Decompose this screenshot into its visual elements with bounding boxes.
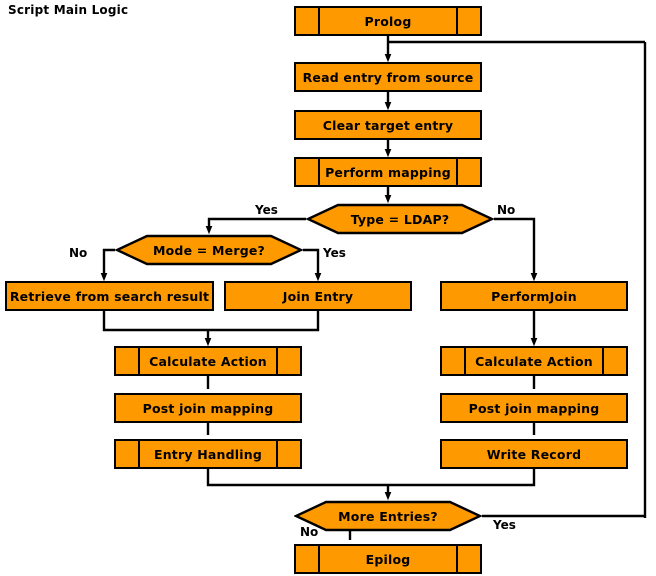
node-epilog[interactable]: Epilog xyxy=(294,544,482,574)
node-label: Epilog xyxy=(365,551,411,567)
edge-left-to-moreentries xyxy=(206,469,388,487)
subroutine-bar-left xyxy=(138,441,140,467)
subroutine-bar-right xyxy=(456,546,458,572)
node-label: Entry Handling xyxy=(153,446,263,462)
node-label: Perform mapping xyxy=(325,164,451,180)
node-label: Type = LDAP? xyxy=(350,211,450,227)
node-calculate-action-left[interactable]: Calculate Action xyxy=(114,346,302,376)
node-label: Post join mapping xyxy=(142,400,274,416)
node-label: More Entries? xyxy=(338,508,438,524)
node-label: Calculate Action xyxy=(475,353,593,369)
edge-merge-no xyxy=(100,248,115,282)
node-read-entry-from-source[interactable]: Read entry from source xyxy=(294,62,482,92)
edge-typeldap-no xyxy=(494,217,538,282)
node-retrieve-from-search-result[interactable]: Retrieve from search result xyxy=(5,281,214,311)
subroutine-bar-right xyxy=(276,348,278,374)
node-label: Prolog xyxy=(364,13,412,29)
node-label: Join Entry xyxy=(282,288,354,304)
node-performjoin[interactable]: PerformJoin xyxy=(440,281,628,311)
subroutine-bar-right xyxy=(276,441,278,467)
node-label: Write Record xyxy=(486,446,582,462)
node-join-entry[interactable]: Join Entry xyxy=(224,281,412,311)
node-label: Mode = Merge? xyxy=(153,242,265,258)
node-more-entries-decision[interactable]: More Entries? xyxy=(294,500,482,532)
decision-hexagon xyxy=(294,500,482,532)
edge-typeldap-yes xyxy=(205,217,306,235)
node-write-record[interactable]: Write Record xyxy=(440,439,628,469)
diagram-title: Script Main Logic xyxy=(8,3,129,17)
node-type-equals-ldap-decision[interactable]: Type = LDAP? xyxy=(306,203,494,235)
edge-merge-yes xyxy=(303,248,322,282)
edge-label-merge-no: No xyxy=(69,246,88,260)
node-entry-handling[interactable]: Entry Handling xyxy=(114,439,302,469)
node-label: Retrieve from search result xyxy=(9,288,210,304)
edge-retrieve-merge xyxy=(102,311,208,332)
node-perform-mapping[interactable]: Perform mapping xyxy=(294,157,482,187)
subroutine-bar-left xyxy=(138,348,140,374)
subroutine-bar-left xyxy=(318,546,320,572)
edge-label-moreentries-no: No xyxy=(300,525,319,539)
node-mode-equals-merge-decision[interactable]: Mode = Merge? xyxy=(115,234,303,266)
subroutine-bar-left xyxy=(464,348,466,374)
subroutine-bar-right xyxy=(456,159,458,185)
edge-joinentry-merge xyxy=(208,311,320,332)
edge-label-merge-yes: Yes xyxy=(323,246,346,260)
node-calculate-action-right[interactable]: Calculate Action xyxy=(440,346,628,376)
node-label: Post join mapping xyxy=(468,400,600,416)
edge-label-typeldap-yes: Yes xyxy=(255,203,278,217)
node-label: PerformJoin xyxy=(491,288,577,304)
node-clear-target-entry[interactable]: Clear target entry xyxy=(294,110,482,140)
edge-right-to-moreentries xyxy=(388,469,536,487)
subroutine-bar-right xyxy=(602,348,604,374)
node-post-join-mapping-right[interactable]: Post join mapping xyxy=(440,393,628,423)
decision-hexagon xyxy=(115,234,303,266)
subroutine-bar-left xyxy=(318,8,320,34)
node-label: Read entry from source xyxy=(302,69,474,85)
edge-label-moreentries-yes: Yes xyxy=(493,518,516,532)
node-post-join-mapping-left[interactable]: Post join mapping xyxy=(114,393,302,423)
node-label: Calculate Action xyxy=(149,353,267,369)
subroutine-bar-right xyxy=(456,8,458,34)
node-prolog[interactable]: Prolog xyxy=(294,6,482,36)
decision-hexagon xyxy=(306,203,494,235)
node-label: Clear target entry xyxy=(322,117,454,133)
subroutine-bar-left xyxy=(318,159,320,185)
edge-label-typeldap-no: No xyxy=(497,203,516,217)
